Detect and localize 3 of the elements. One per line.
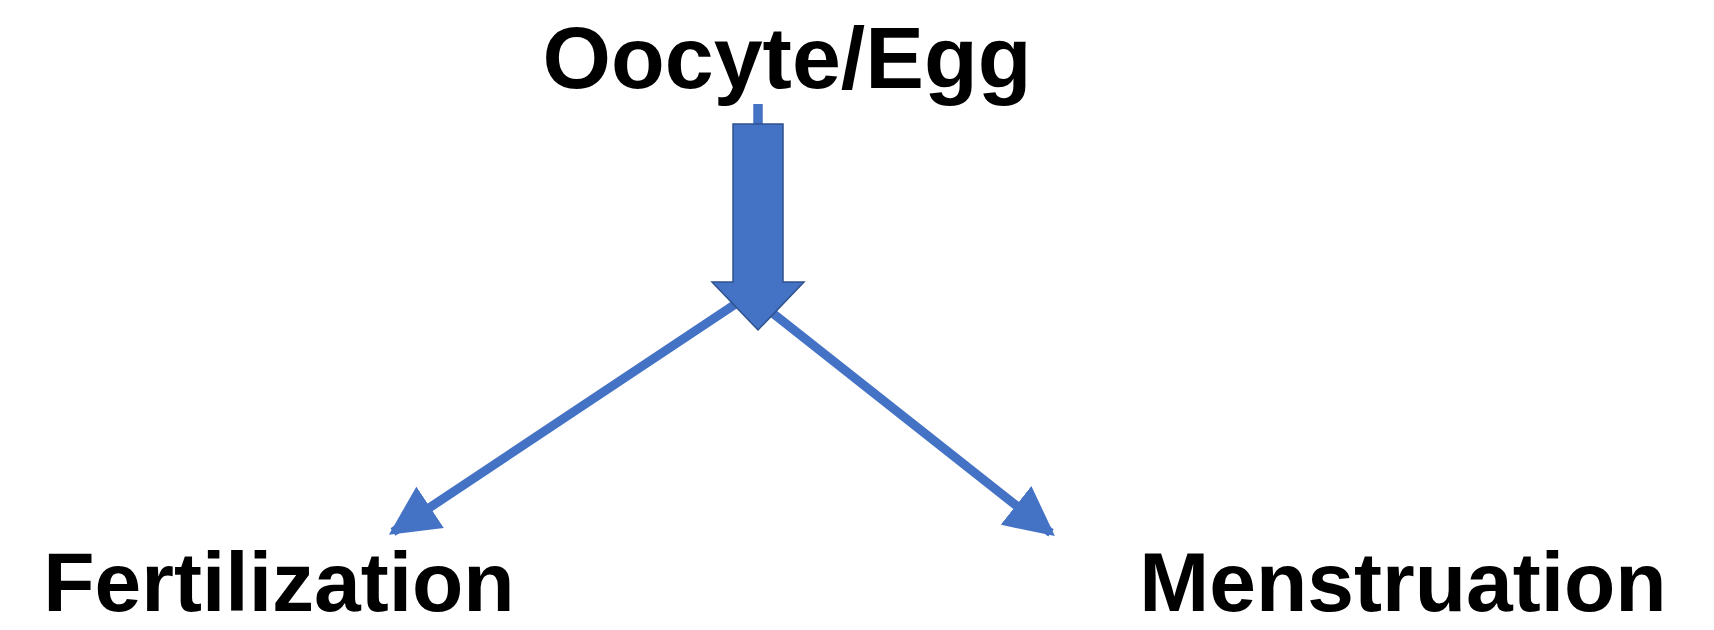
node-label: Menstruation: [1100, 540, 1706, 624]
node-label: Fertilization: [14, 540, 544, 624]
block-arrow: [710, 123, 806, 332]
